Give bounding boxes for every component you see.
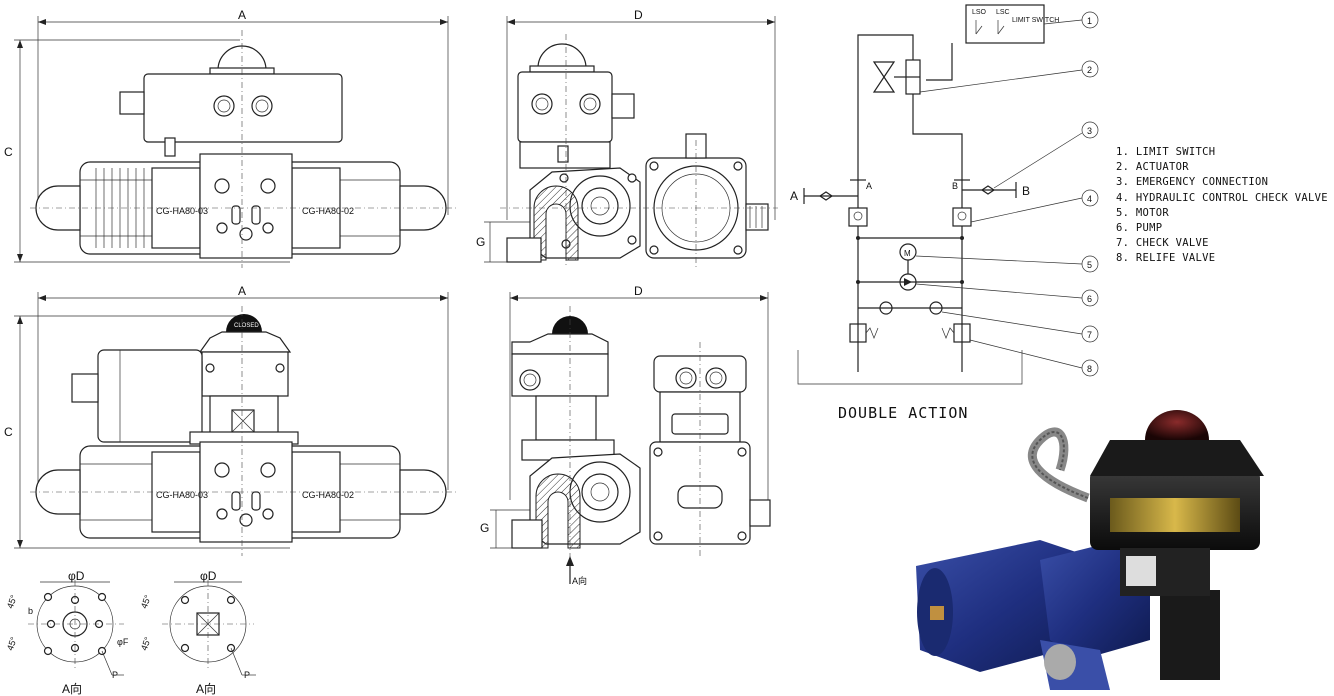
callout-3: 3: [1087, 126, 1092, 136]
limit-switch-label: LIMIT SWITCH: [1012, 17, 1059, 24]
callout-2: 2: [1087, 65, 1092, 75]
dim-d-bottom: D: [634, 284, 643, 298]
flange-view-left: φD b φF P 45° 45° A向: [5, 569, 129, 696]
callout-6: 6: [1087, 294, 1092, 304]
side-view-bottom: D G A向: [480, 284, 771, 586]
dim-angle-right-1: 45°: [139, 593, 153, 610]
lso-label: LSO: [972, 9, 987, 16]
port-b-outer: B: [1022, 184, 1030, 198]
motor-symbol-label: M: [904, 249, 911, 258]
a-direction-arrow-label: A向: [572, 575, 587, 586]
flange-view-right: φD P 45° 45° A向: [139, 569, 256, 696]
lsc-label: LSC: [996, 9, 1010, 16]
dim-a-top: A: [238, 8, 246, 22]
side-view-top: D G: [476, 8, 778, 270]
dim-phi-d-right: φD: [200, 569, 217, 583]
closed-label: CLOSED: [234, 323, 259, 329]
dim-b: b: [28, 606, 33, 616]
dim-phi-d-left: φD: [68, 569, 85, 583]
model-label-right-bottom: CG-HA80-02: [302, 490, 354, 500]
diagram-title: DOUBLE ACTION: [838, 404, 969, 422]
a-direction-left: A向: [62, 681, 82, 696]
callout-8: 8: [1087, 364, 1092, 374]
dim-angle-left-1: 45°: [5, 593, 19, 610]
legend-item-3: 3. EMERGENCY CONNECTION: [1116, 176, 1269, 189]
dim-angle-left-2: 45°: [5, 635, 19, 652]
model-label-left-bottom: CG-HA80-03: [156, 490, 208, 500]
legend-item-2: 2. ACTUATOR: [1116, 161, 1189, 174]
legend-item-1: 1. LIMIT SWITCH: [1116, 146, 1216, 158]
schematic-legend: 1. LIMIT SWITCH 2. ACTUATOR 3. EMERGENCY…: [1116, 145, 1328, 267]
dim-d-top: D: [634, 8, 643, 22]
callout-4: 4: [1087, 194, 1092, 204]
callout-1: 1: [1087, 16, 1092, 26]
legend-item-7: 7. CHECK VALVE: [1116, 237, 1209, 250]
dim-angle-right-2: 45°: [139, 635, 153, 652]
dim-c-top: C: [4, 145, 13, 159]
legend-item-8: 8. RELIFE VALVE: [1116, 252, 1216, 265]
callout-7: 7: [1087, 330, 1092, 340]
front-view-top: A C CG-HA80-03: [4, 8, 458, 268]
legend-item-5: 5. MOTOR: [1116, 206, 1169, 219]
legend-item-6: 6. PUMP: [1116, 222, 1163, 235]
dim-phi-f: φF: [117, 637, 129, 647]
hydraulic-schematic: LSO LSC LIMIT SWITCH 1 2 A B A B: [790, 4, 1099, 385]
dim-g-top: G: [476, 235, 485, 249]
dim-g-bottom: G: [480, 521, 489, 535]
port-a-outer: A: [790, 189, 798, 203]
dim-a-bottom: A: [238, 284, 246, 298]
port-b-inner: B: [952, 181, 958, 191]
dim-c-bottom: C: [4, 425, 13, 439]
a-direction-right: A向: [196, 681, 216, 696]
port-a-inner: A: [866, 181, 872, 191]
model-label-left-top: CG-HA80-03: [156, 206, 208, 216]
front-view-bottom: A C CLOSED CG-HA80-03 C: [4, 284, 458, 556]
legend-item-4: 4. HYDRAULIC CONTROL CHECK VALVE: [1116, 191, 1328, 204]
callout-5: 5: [1087, 260, 1092, 270]
model-label-right-top: CG-HA80-02: [302, 206, 354, 216]
product-photo: [916, 410, 1264, 690]
